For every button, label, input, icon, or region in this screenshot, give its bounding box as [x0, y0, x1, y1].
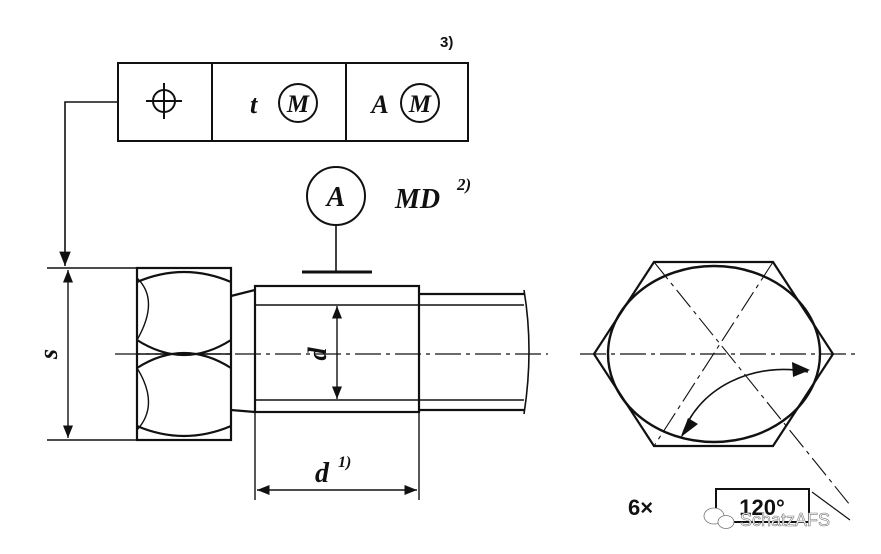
hex-end-view	[580, 260, 860, 521]
hex-diagonal-2	[653, 261, 774, 447]
tolerance-value: t	[250, 90, 258, 119]
datum-label: MD	[394, 184, 440, 215]
dimension-d-lower	[254, 412, 420, 500]
angle-arc	[681, 368, 809, 437]
dim-s-label: s	[34, 349, 63, 360]
dim-d-lower-label: d	[315, 458, 330, 489]
hex-multiplier: 6×	[628, 495, 653, 520]
angle-leader	[811, 491, 851, 521]
angle-arrow-right	[792, 362, 810, 377]
neck-bottom	[230, 408, 256, 414]
angle-box	[715, 488, 810, 523]
tolerance-modifier-circle	[278, 83, 318, 123]
head-chamfer-bottom	[136, 424, 232, 438]
watermark-text: SchatzAFS	[740, 510, 830, 530]
datum-letter: A	[369, 90, 388, 119]
head-chamfer-top	[136, 270, 232, 284]
datum-label-sup: 2)	[456, 175, 471, 194]
note-ref-3: 3)	[440, 34, 453, 51]
position-symbol-icon	[146, 83, 182, 119]
hex-diagonal-1	[653, 261, 851, 506]
datum-modifier: M	[408, 91, 432, 118]
frame-leader	[59, 101, 118, 266]
neck-top	[230, 288, 256, 298]
angle-arrow-left	[681, 418, 698, 437]
head-chamfer-upper-mid	[136, 339, 232, 356]
datum-circle-letter: A	[325, 182, 346, 213]
dim-d-inner-label: d	[303, 347, 332, 361]
shank-break	[523, 289, 530, 415]
wechat-icon	[703, 507, 735, 529]
head-chamfer-lower-mid	[136, 352, 232, 369]
datum-indicator	[302, 166, 372, 274]
hex-angle: 120°	[739, 495, 785, 520]
gauge-section	[253, 284, 421, 414]
tolerance-modifier: M	[286, 91, 310, 118]
dimension-s	[47, 267, 137, 441]
watermark: SchatzAFS	[703, 507, 830, 530]
dim-d-lower-sup: 1)	[338, 454, 351, 471]
datum-modifier-circle	[400, 83, 440, 123]
